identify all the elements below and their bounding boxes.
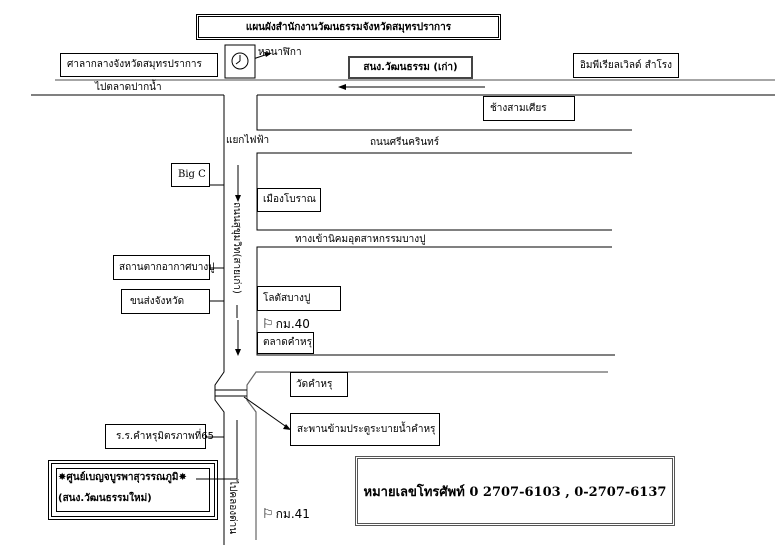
intersection-label: แยกไฟฟ้า bbox=[226, 135, 270, 146]
srinakarin-road-label: ถนนศรีนครินทร์ bbox=[370, 137, 440, 148]
km41-marker: ⚐ กม.41 bbox=[262, 505, 310, 524]
clock-icon bbox=[224, 44, 256, 79]
south-arrow-1-head bbox=[235, 195, 241, 202]
city-hall-label: ศาลากลางจังหวัดสมุทรปราการ bbox=[60, 53, 218, 77]
wat-kham-ru-label: วัดคำหรุ bbox=[290, 372, 348, 397]
clock-tower-label: หอนาฬิกา bbox=[258, 47, 302, 58]
new-center-subtitle: (สนง.วัฒนธรรมใหม่) bbox=[58, 493, 152, 504]
lotus-bang-pu-label: โลตัสบางปู bbox=[257, 286, 341, 311]
block-1-edge bbox=[256, 95, 632, 131]
chang-sam-sian-label: ช้างสามเศียร bbox=[483, 96, 575, 121]
industrial-estate-label: ทางเข้านิคมอุตสาหกรรมบางปู bbox=[295, 234, 426, 245]
new-center-name: ศูนย์เบญจบูรพาสุวรรณภูมิ bbox=[66, 472, 179, 483]
center-connector bbox=[196, 478, 238, 480]
star-icon: ✸ bbox=[58, 472, 67, 483]
south-arrow-2-head bbox=[235, 349, 241, 356]
bridge-label: สะพานข้ามประตูระบายน้ำคำหรุ bbox=[290, 413, 440, 446]
km-post-icon: ⚐ bbox=[262, 507, 274, 522]
old-office-label: สนง.วัฒนธรรม (เก่า) bbox=[348, 56, 473, 79]
star-icon: ✸ bbox=[178, 472, 187, 483]
big-c-label: Big C bbox=[171, 163, 210, 187]
provincial-transport-label: ขนส่งจังหวัด bbox=[121, 289, 210, 314]
km41-label: กม.41 bbox=[275, 507, 310, 521]
direction-arrow-head bbox=[338, 84, 346, 90]
bridge-pointer-line bbox=[243, 396, 289, 429]
km40-label: กม.40 bbox=[275, 317, 310, 331]
phone-number-box: หมายเลขโทรศัพท์ 0 2707-6103 , 0-2707-613… bbox=[355, 456, 675, 526]
to-khlong-dan-label: ไปคลองด่าน bbox=[227, 480, 238, 535]
imperial-world-label: อิมพีเรียลเวิลด์ สำโรง bbox=[573, 53, 679, 78]
ancient-city-label: เมืองโบราณ bbox=[257, 188, 321, 212]
km-post-icon: ⚐ bbox=[262, 317, 274, 332]
map-title: แผนผังสำนักงานวัฒนธรรมจังหวัดสมุทรปราการ bbox=[196, 14, 501, 40]
talad-kham-ru-label: ตลาดคำหรุ bbox=[257, 332, 314, 354]
to-paknam-market-label: ไปตลาดปากน้ำ bbox=[95, 82, 162, 93]
sukhumvit-road-label: ถนนสุขุมวิท(สายเก่า) bbox=[231, 202, 242, 294]
bridge-pointer-head bbox=[283, 424, 291, 430]
km40-marker: ⚐ กม.40 bbox=[262, 315, 310, 334]
sukhumvit-left-edge bbox=[214, 95, 225, 545]
new-center-name-row: ✸ศูนย์เบญจบูรพาสุวรรณภูมิ✸ bbox=[58, 470, 214, 485]
bang-pu-air-station-label: สถานตากอากาศบางปู bbox=[113, 255, 215, 280]
school-label: ร.ร.คำหรุมิตรภาพที่65 bbox=[105, 424, 214, 449]
clock-pointer-head bbox=[264, 52, 272, 57]
new-cultural-office-box: ✸ศูนย์เบญจบูรพาสุวรรณภูมิ✸ (สนง.วัฒนธรรม… bbox=[48, 460, 218, 520]
